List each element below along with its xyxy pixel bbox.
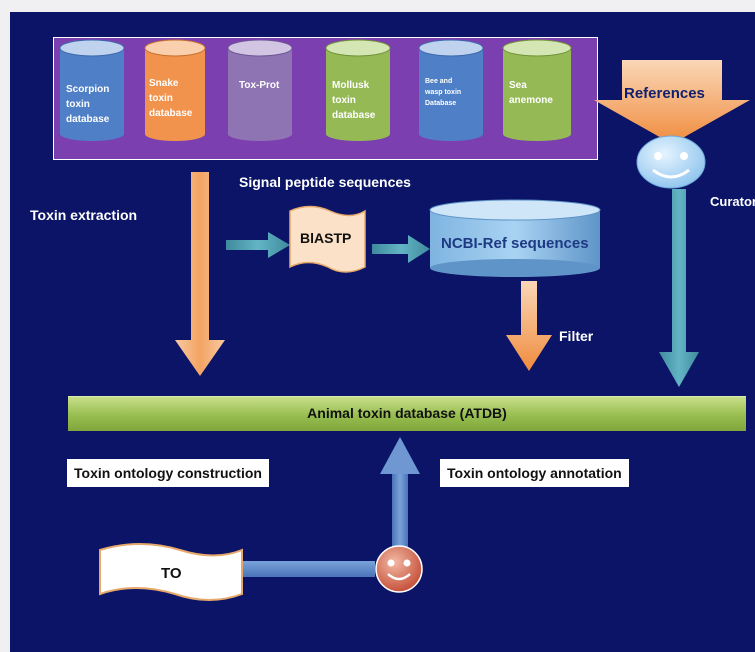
to-connector-bar [242,561,375,577]
toxin-extraction-label: Toxin extraction [30,207,138,223]
curator-smiley-icon [636,135,706,189]
atdb-bar: Animal toxin database (ATDB) [68,396,746,431]
db-label-toxprot: Tox-Prot [239,80,280,91]
cylinder-bee-wasp-db [418,39,484,141]
diagram-canvas: Scorpion toxin database Snake toxin data… [10,12,755,652]
references-label: References [624,85,705,102]
annotation-up-arrowhead [380,437,420,474]
db-label-scorpion: Scorpion toxin database [66,84,110,125]
arrow-to-ncbi [372,235,430,263]
toxin-ontology-annotation-label: Toxin ontology annotation [440,459,629,487]
ncbi-label: NCBI-Ref sequences [441,235,589,252]
filter-arrow [506,281,552,371]
to-label: TO [161,565,182,582]
signal-peptide-label: Signal peptide sequences [239,174,411,190]
to-shape [99,543,243,601]
atdb-label: Animal toxin database (ATDB) [307,405,507,421]
cylinder-snake-db [144,39,206,141]
toxin-extraction-arrow [175,172,225,376]
db-label-sea-anemone: Sea anemone [509,80,553,106]
curator-down-arrow [659,189,699,387]
database-cylinders [59,39,572,141]
annotator-smiley-icon [375,545,423,593]
db-label-bee-wasp: Bee and wasp toxin Database [425,78,462,107]
db-label-mollusk: Mollusk toxin database [332,80,376,121]
blastp-shape [289,205,366,273]
references-arrow [594,60,750,144]
cylinder-toxprot-db [227,39,293,141]
blastp-label: BlASTP [300,230,352,246]
ncbi-cylinder [429,199,601,277]
cylinder-scorpion-db [59,39,125,141]
cylinder-mollusk-db [325,39,391,141]
db-label-snake: Snake toxin database [149,78,193,119]
annotation-up-arrow [392,474,408,560]
filter-label: Filter [559,328,594,344]
arrow-to-blastp [226,232,290,258]
cylinder-sea-anemone-db [502,39,572,141]
curator-label: Curator [710,194,755,209]
toxin-ontology-construction-label: Toxin ontology construction [67,459,269,487]
diagram-graphics [59,39,750,601]
